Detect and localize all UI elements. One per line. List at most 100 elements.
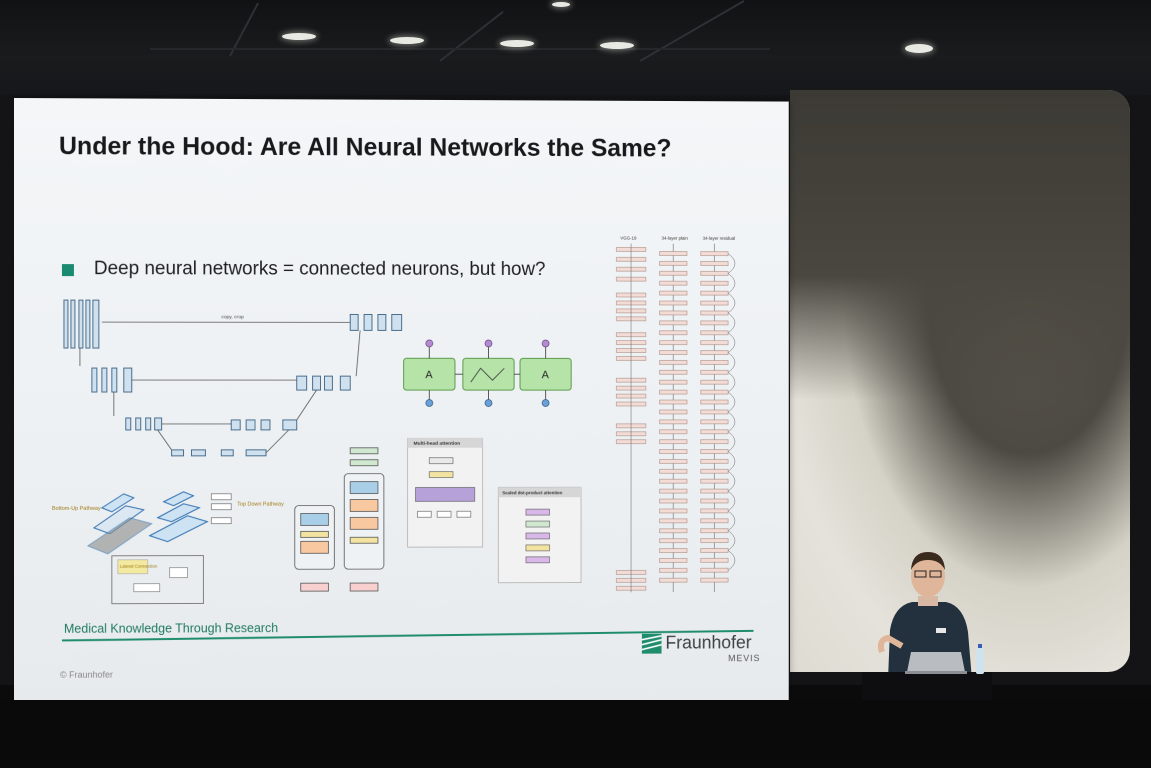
residual-layer-block [701,548,728,552]
residual-layer-block [701,430,728,434]
plain-layer-block [660,549,687,553]
plain-layer-block [660,351,687,355]
slide-title: Under the Hood: Are All Neural Networks … [58,132,672,163]
residual-layer-block [701,321,728,325]
rnn-block-label: A [542,369,550,381]
plain-layer-block [660,410,687,414]
multi-head-attention-title: Multi-head attention [414,441,461,447]
residual-layer-block [701,568,728,572]
fraunhofer-logo-text: Fraunhofer [665,632,752,653]
fpn-bottom-up-label: Bottom-Up Pathway [52,506,101,512]
plain-layer-block [660,529,687,533]
slide-copyright: © Fraunhofer [59,669,113,680]
residual-layer-block [701,281,728,285]
residual-skip-arc [728,511,735,531]
plain-layer-block [660,341,687,345]
slide-footer-tagline: Medical Knowledge Through Research [63,621,279,636]
water-bottle [976,644,984,674]
residual-layer-block [701,509,728,513]
plain-layer-block [660,568,687,572]
plain-layer-block [660,311,687,315]
ceiling-light [282,33,316,40]
plain-layer-block [660,578,687,582]
plain-layer-block [660,370,687,374]
residual-layer-block [701,529,728,533]
residual-layer-block [701,311,728,315]
unet-diagram: copy, crop [63,299,419,468]
plain-layer-block [660,380,687,384]
residual-skip-arc [728,273,735,293]
residual-layer-block [701,578,728,582]
fraunhofer-logo-icon [641,633,662,654]
plain-layer-block [660,440,687,444]
residual-skip-arc [728,451,735,471]
plain-layer-block [660,539,687,543]
residual-skip-arc [728,412,735,432]
residual-layer-block [701,271,728,275]
residual-skip-arc [728,471,735,491]
residual-layer-block [701,301,728,305]
residual-layer-block [701,261,728,265]
plain-layer-block [660,519,687,523]
residual-layer-block [701,450,728,454]
residual-layer-block [701,360,728,364]
projection-screen-backdrop [790,90,1130,672]
slide-bullet: Deep neural networks = connected neurons… [93,258,546,281]
ceiling-light [905,44,933,53]
ceiling-light [500,40,534,47]
rnn-block-label: A [425,369,433,381]
bullet-marker [61,264,74,277]
plain-layer-block [660,281,687,285]
plain-layer-block [660,469,687,473]
residual-skip-arc [728,491,735,511]
laptop [905,652,967,674]
residual-skip-arc [728,254,735,274]
residual-layer-block [701,519,728,523]
ceiling [0,0,1151,95]
plain-layer-block [660,261,687,265]
residual-skip-arc [728,432,735,452]
resnet-vgg-diagram: VGG-19 34-layer plain 34-layer residual [605,236,772,597]
ceiling-light [552,2,570,7]
plain-layer-block [660,430,687,434]
fpn-lateral-label: Lateral Connection [120,564,158,569]
residual-layer-block [701,499,728,503]
unet-copy-label: copy, crop [221,314,244,320]
residual-layer-block [701,331,728,335]
transformer-diagram: Multi-head attention Scaled dot-product … [291,438,587,617]
residual-layer-block [701,351,728,355]
fpn-top-down-label: Top Down Pathway [237,502,284,508]
plain-layer-block [660,509,687,513]
residual-layer-block [701,558,728,562]
plain-layer-block [660,479,687,483]
scaled-dot-product-title: Scaled dot-product attention [502,490,562,495]
residual-layer-block [701,440,728,444]
residual-layer-block [701,291,728,295]
residual-skip-arc [728,353,735,373]
plain-layer-block [660,420,687,424]
plain-layer-block [660,321,687,325]
residual-layer-block [701,410,728,414]
residual-skip-arc [728,392,735,412]
residual-layer-block [701,420,728,424]
plain-layer-block [660,390,687,394]
plain-layer-block [660,331,687,335]
residual-layer-block [701,341,728,345]
plain-layer-block [660,459,687,463]
residual-layer-block [701,400,728,404]
ceiling-light [600,42,634,49]
plain-layer-block [660,400,687,404]
residual-skip-arc [728,333,735,353]
residual-header: 34-layer residual [703,236,735,241]
residual-skip-arc [728,550,735,570]
plain-layer-block [660,499,687,503]
residual-layer-block [701,489,728,493]
residual-skip-arc [728,531,735,551]
fraunhofer-logo-sub: MEVIS [728,653,761,664]
plain-layer-block [660,558,687,562]
plain-layer-block [660,360,687,364]
residual-layer-block [701,469,728,473]
plain-layer-block [660,489,687,493]
vgg-header: VGG-19 [620,236,637,241]
residual-skip-arc [728,293,735,313]
